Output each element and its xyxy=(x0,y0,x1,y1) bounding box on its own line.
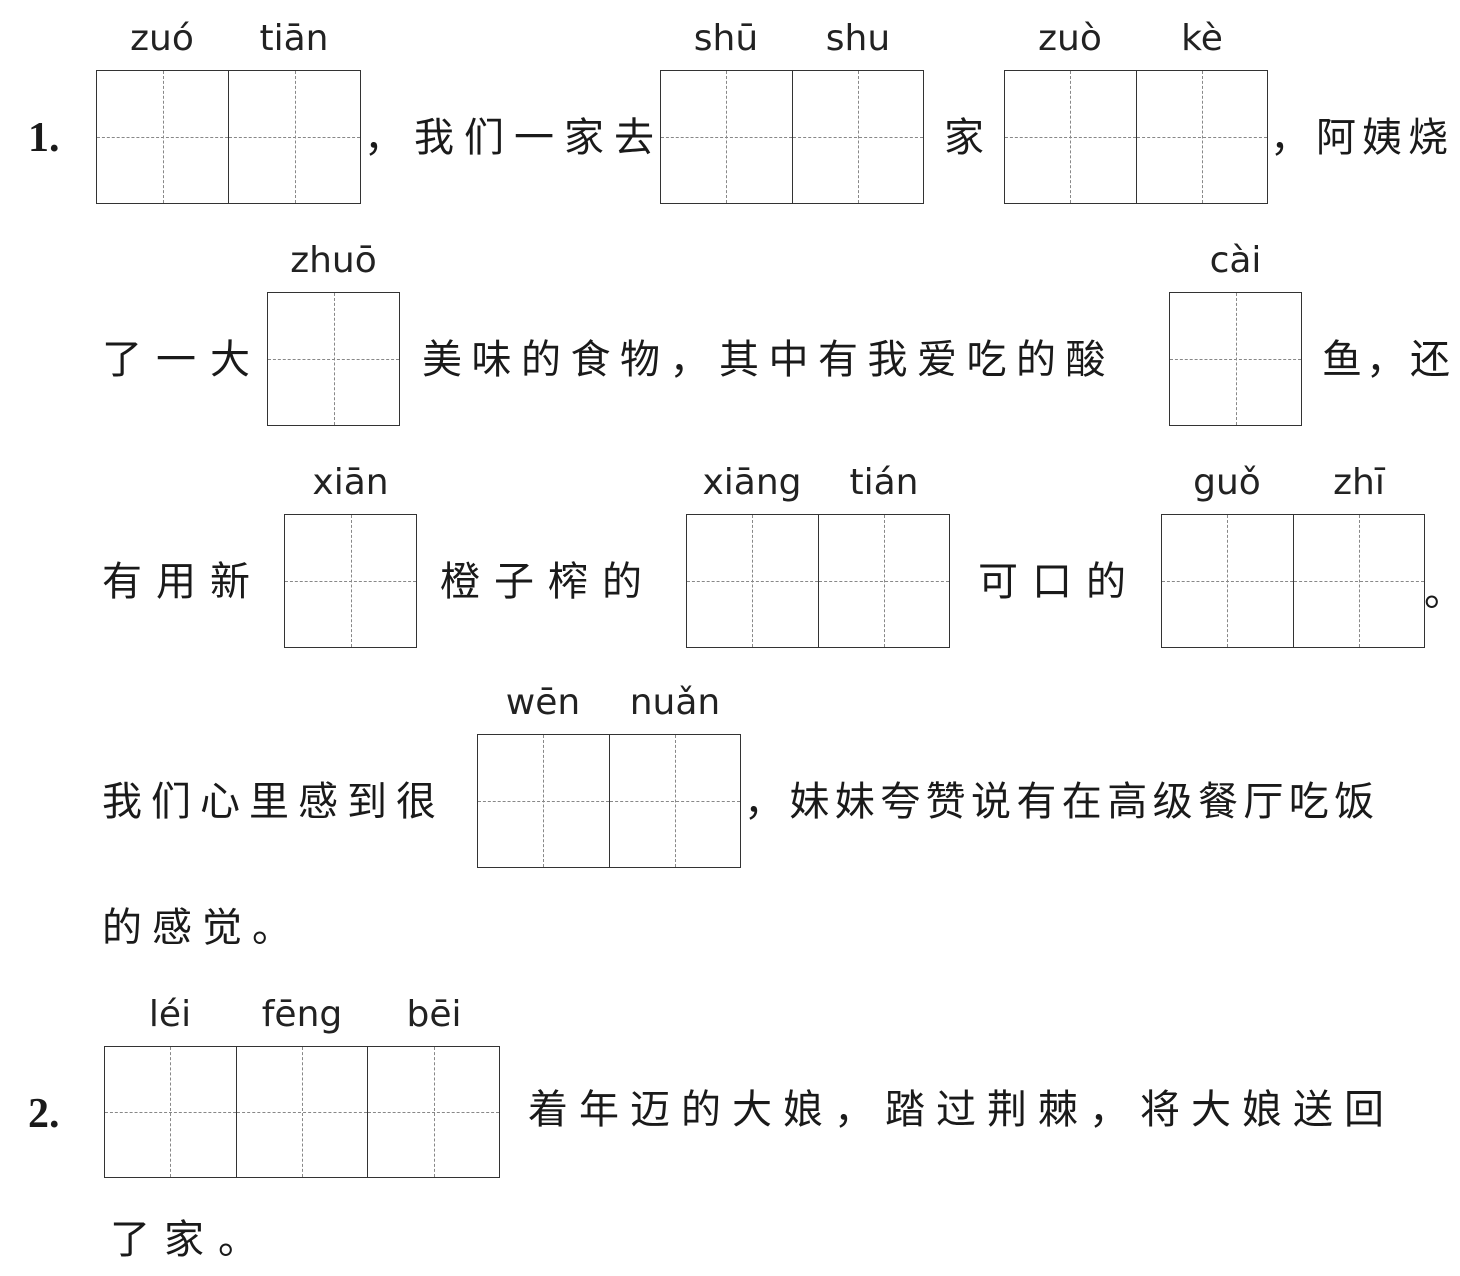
pinyin-label: kè xyxy=(1181,18,1223,59)
sentence-text: 了家。 xyxy=(110,1217,272,1263)
answer-box-xian[interactable] xyxy=(284,514,417,648)
character-grid-cell[interactable] xyxy=(478,735,610,867)
sentence-text: 着年迈的大娘，踏过荆棘，将大娘送回 xyxy=(528,1087,1395,1133)
pinyin-label: zhī xyxy=(1333,462,1385,503)
answer-box-zuotian[interactable] xyxy=(96,70,361,204)
character-grid-cell[interactable] xyxy=(1170,293,1301,425)
sentence-text: ，阿姨烧 xyxy=(1270,115,1454,161)
character-grid-cell[interactable] xyxy=(818,515,950,647)
sentence-text: 我们心里感到很 xyxy=(102,779,445,825)
question-number: 1. xyxy=(28,115,60,161)
character-grid-cell[interactable] xyxy=(687,515,819,647)
character-grid-cell[interactable] xyxy=(268,293,399,425)
character-grid-cell[interactable] xyxy=(229,71,360,203)
sentence-text: 家 xyxy=(944,115,994,161)
pinyin-label: shū xyxy=(693,18,759,59)
character-grid-cell[interactable] xyxy=(792,71,924,203)
character-grid-cell[interactable] xyxy=(285,515,416,647)
sentence-text: 可口的 xyxy=(978,559,1140,605)
sentence-text: 鱼，还 xyxy=(1322,337,1454,383)
sentence-text: 橙子榨的 xyxy=(440,559,656,605)
pinyin-label: tiān xyxy=(259,18,329,59)
character-grid-cell[interactable] xyxy=(236,1047,369,1177)
pinyin-label: tián xyxy=(849,462,919,503)
character-grid-cell[interactable] xyxy=(105,1047,237,1177)
pinyin-label: cài xyxy=(1209,240,1262,281)
sentence-text: 美味的食物，其中有我爱吃的酸 xyxy=(422,337,1115,383)
answer-box-cai[interactable] xyxy=(1169,292,1302,426)
pinyin-label: zuò xyxy=(1038,18,1102,59)
pinyin-label: guǒ xyxy=(1193,462,1261,503)
character-grid-cell[interactable] xyxy=(609,735,741,867)
pinyin-label: xiāng xyxy=(702,462,802,503)
answer-box-zhuo[interactable] xyxy=(267,292,400,426)
character-grid-cell[interactable] xyxy=(1162,515,1294,647)
character-grid-cell[interactable] xyxy=(1136,71,1268,203)
sentence-text: 。 xyxy=(1424,569,1460,615)
answer-box-xiangtian[interactable] xyxy=(686,514,950,648)
sentence-text: 的感觉。 xyxy=(102,905,302,951)
pinyin-label: bēi xyxy=(406,994,462,1035)
pinyin-label: zuó xyxy=(130,18,194,59)
answer-box-guozhi[interactable] xyxy=(1161,514,1425,648)
pinyin-label: wēn xyxy=(505,682,581,723)
pinyin-label: léi xyxy=(148,994,192,1035)
sentence-text: 有用新 xyxy=(102,559,264,605)
sentence-text: ，妹妹夸赞说有在高级餐厅吃饭 xyxy=(744,779,1380,825)
answer-box-shushu[interactable] xyxy=(660,70,924,204)
pinyin-label: zhuō xyxy=(290,240,377,281)
pinyin-label: fēng xyxy=(261,994,343,1035)
sentence-text: ，我们一家去 xyxy=(364,115,664,161)
question-number: 2. xyxy=(28,1091,60,1137)
character-grid-cell[interactable] xyxy=(661,71,793,203)
sentence-text: 了一大 xyxy=(102,337,264,383)
answer-box-leifengbei[interactable] xyxy=(104,1046,500,1178)
character-grid-cell[interactable] xyxy=(1005,71,1137,203)
pinyin-label: shu xyxy=(825,18,891,59)
answer-box-zuoke[interactable] xyxy=(1004,70,1268,204)
pinyin-label: xiān xyxy=(312,462,389,503)
pinyin-label: nuǎn xyxy=(629,682,721,723)
answer-box-wennuan[interactable] xyxy=(477,734,741,868)
character-grid-cell[interactable] xyxy=(97,71,229,203)
character-grid-cell[interactable] xyxy=(1293,515,1425,647)
character-grid-cell[interactable] xyxy=(368,1047,499,1177)
